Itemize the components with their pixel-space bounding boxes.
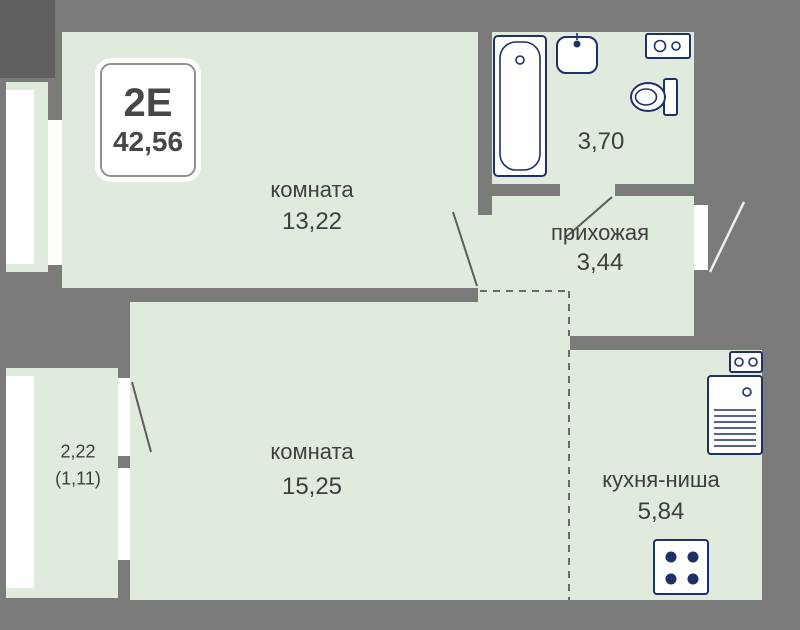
bathroom-area: 3,70 bbox=[577, 128, 625, 155]
room-bottom-area: 15,25 bbox=[281, 473, 343, 500]
bathtub-icon bbox=[493, 35, 547, 177]
room-top-label: комната bbox=[270, 177, 354, 202]
cooktop-icon bbox=[729, 351, 763, 373]
washing-machine-icon bbox=[645, 33, 691, 59]
room-top-area: 13,22 bbox=[281, 208, 343, 235]
hallway-area: 3,44 bbox=[576, 249, 624, 276]
entry-door-opening bbox=[694, 205, 708, 270]
kitchen-sink-icon bbox=[707, 375, 763, 455]
neighbour-wall-block bbox=[0, 0, 55, 78]
door-opening-bathroom bbox=[560, 184, 615, 196]
room-bottom-label: комната bbox=[270, 439, 354, 464]
balcony-top-glazing bbox=[6, 90, 34, 264]
stove-icon bbox=[653, 539, 709, 595]
balcony-door-swing bbox=[131, 381, 152, 453]
apartment-type-badge: 2Е 42,56 bbox=[95, 58, 201, 182]
entry-door-swing bbox=[708, 201, 746, 273]
kitchen-label: кухня-ниша bbox=[602, 467, 720, 492]
sink-icon bbox=[556, 33, 598, 74]
balcony-area-full: 2,22 bbox=[60, 441, 96, 462]
apartment-type-badge-frame: 2Е 42,56 bbox=[100, 63, 196, 177]
balcony-door-opening bbox=[118, 378, 130, 456]
door-opening-room-top bbox=[478, 215, 492, 288]
toilet-icon bbox=[630, 78, 678, 116]
room-bottom-window bbox=[118, 468, 130, 560]
bathroom-door-swing bbox=[564, 196, 613, 239]
hallway-label: прихожая bbox=[550, 220, 650, 245]
room-top-window bbox=[48, 120, 62, 265]
balcony-bottom-glazing bbox=[6, 376, 34, 588]
kitchen-area: 5,84 bbox=[637, 498, 685, 525]
apartment-type-label: 2Е bbox=[123, 81, 173, 126]
balcony-area-coefficient: (1,11) bbox=[55, 468, 101, 489]
room-living-bottom bbox=[130, 302, 570, 600]
apartment-total-area: 42,56 bbox=[112, 125, 184, 157]
room-top-door-swing bbox=[452, 211, 478, 287]
